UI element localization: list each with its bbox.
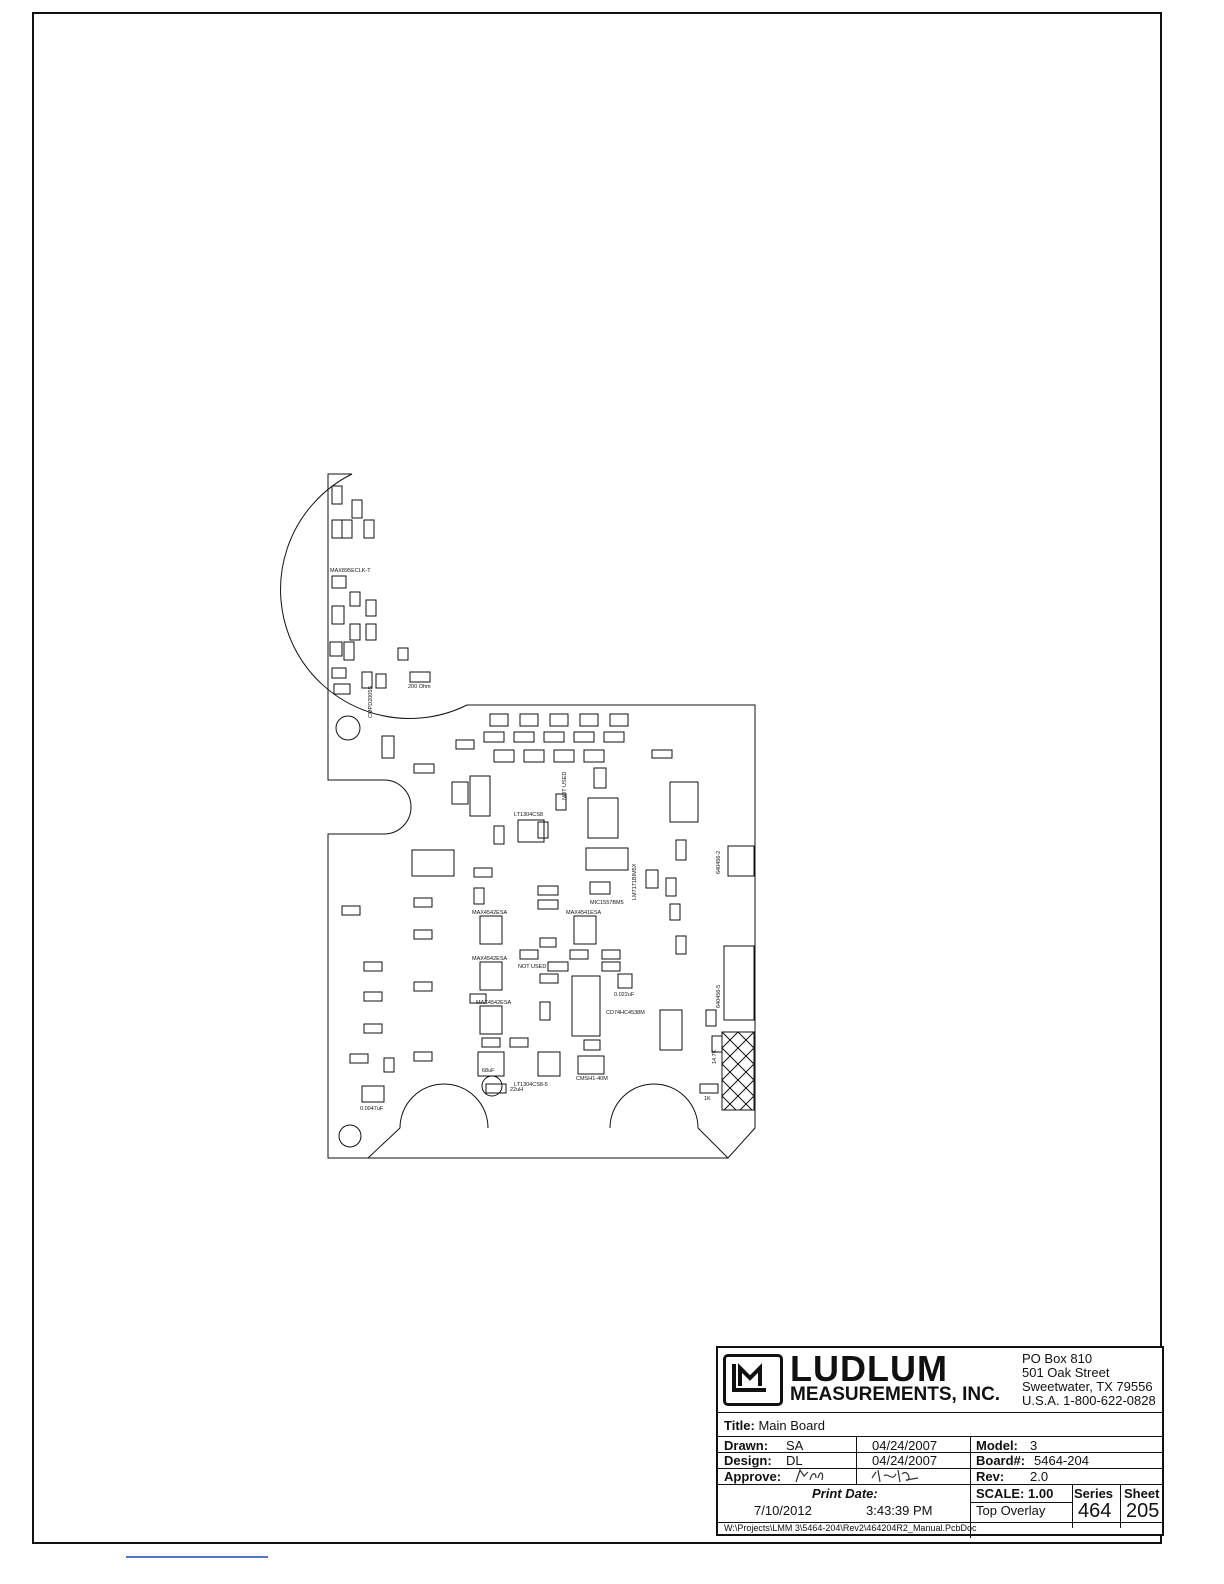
top-strip-components: MAX895ECLK-T 200 Ohm CMPD2005S — [329, 485, 431, 759]
board-outline — [279, 473, 756, 1159]
label-not-used-2: NOT USED — [518, 964, 546, 970]
ic-u9: CD74HC4538M — [571, 975, 645, 1037]
ic-u7: MAX4541ESA — [566, 910, 601, 945]
label-r24-val: 14.7K — [712, 1049, 718, 1064]
bottom-cutout-left — [399, 1083, 489, 1129]
divider — [718, 1436, 1162, 1437]
model-label: Model: — [976, 1438, 1018, 1453]
label-p3: 640456-2 — [716, 851, 722, 874]
model-value: 3 — [1030, 1438, 1038, 1453]
series-value: 464 — [1078, 1500, 1112, 1522]
approve-label: Approve: — [724, 1469, 782, 1484]
series-label: Series — [1074, 1486, 1114, 1501]
capacitor-bank — [455, 713, 673, 763]
scan-artifact-line — [126, 1556, 268, 1558]
rev-value: 2.0 — [1030, 1469, 1049, 1484]
address-line: U.S.A. 1-800-622-0828 — [1022, 1393, 1156, 1408]
middle-components: NOT USED LT1304CS8 MIC1557BM5 LM7171BIM5… — [411, 763, 755, 955]
drawn-value: SA — [786, 1438, 804, 1453]
label-not-used: NOT USED — [562, 772, 568, 800]
address-line: Sweetwater, TX 79556 — [1022, 1379, 1153, 1394]
design-value: DL — [786, 1453, 803, 1468]
label-r12-val: 200 Ohm — [408, 684, 431, 690]
label-u2: MAX4542ESA — [476, 1000, 511, 1006]
left-column-resistors: 0.0047uF — [341, 897, 433, 1112]
title-block: LUDLUM MEASUREMENTS, INC. PO Box 810 501… — [716, 1346, 1164, 1538]
label-r29-val: 1K — [704, 1096, 711, 1102]
label-p1: 640456-5 — [716, 985, 722, 1008]
title-label: Title: — [724, 1418, 755, 1433]
address-line: PO Box 810 — [1022, 1351, 1093, 1366]
print-date-value: 7/10/2012 — [754, 1503, 812, 1518]
company-name: LUDLUM — [790, 1348, 948, 1389]
ic-u1: MAX4542ESA — [472, 956, 507, 991]
ic-u2: MAX4542ESA — [476, 1000, 511, 1035]
rev-label: Rev: — [976, 1469, 1005, 1484]
label-cr2: CMSH1-40M — [576, 1076, 608, 1082]
label-u1: MAX4542ESA — [472, 956, 507, 962]
power-section: 68uF 22uH LT1304CS8-5 CMSH1-40M — [477, 1051, 608, 1097]
logo-m-icon — [732, 1363, 766, 1392]
company-address: PO Box 810 501 Oak Street Sweetwater, TX… — [1022, 1352, 1156, 1408]
mounting-hole-bottom — [338, 1124, 362, 1148]
bottom-cutout-right — [609, 1083, 699, 1129]
label-c3-val: 0.0047uF — [360, 1106, 384, 1112]
company-subtitle: MEASUREMENTS, INC. — [790, 1384, 1001, 1405]
title-value: Main Board — [758, 1418, 825, 1433]
label-u7: MAX4541ESA — [566, 910, 601, 916]
drawn-date: 04/24/2007 — [872, 1438, 938, 1453]
ic-u3: MAX4542ESA — [472, 910, 507, 945]
sheet-value: 205 — [1126, 1500, 1160, 1522]
label-lt1304: LT1304CS8 — [514, 812, 543, 818]
board-label: Board#: — [976, 1453, 1026, 1468]
approval-signature — [795, 1468, 919, 1483]
file-path: W:\Projects\LMM 3\5464-204\Rev2\464204R2… — [724, 1523, 977, 1533]
label-c11-val: 68uF — [482, 1068, 495, 1074]
print-date-label: Print Date: — [812, 1486, 878, 1501]
center-small-parts: NOT USED 0.022uF — [469, 937, 635, 1051]
label-mic1557: MIC1557BM5 — [590, 900, 624, 906]
print-time-value: 3:43:39 PM — [866, 1503, 933, 1518]
label-cmpd: CMPD2005S — [368, 686, 374, 718]
sheet-label: Sheet — [1124, 1486, 1160, 1501]
board-value: 5464-204 — [1034, 1453, 1089, 1468]
design-date: 04/24/2007 — [872, 1453, 938, 1468]
ludlum-logo — [723, 1354, 783, 1406]
label-max895: MAX895ECLK-T — [330, 568, 371, 574]
scale-label: SCALE: 1.00 — [976, 1486, 1054, 1501]
mounting-hole-top — [335, 715, 361, 741]
design-label: Design: — [724, 1453, 772, 1468]
layer-label: Top Overlay — [976, 1503, 1046, 1518]
label-u3: MAX4542ESA — [472, 910, 507, 916]
label-l1-val: 22uH — [510, 1087, 523, 1093]
label-u9: CD74HC4538M — [606, 1010, 645, 1016]
label-u11: LT1304CS8-5 — [514, 1082, 548, 1088]
right-connector-section: 14.7K 640456-5 1K — [659, 945, 755, 1111]
label-c7-val: 0.022uF — [614, 992, 635, 998]
address-line: 501 Oak Street — [1022, 1365, 1110, 1380]
label-lm7171: LM7171BIM5X — [632, 863, 638, 900]
divider — [718, 1412, 1162, 1413]
sheet-border — [32, 12, 1162, 1544]
title-row: Title: Main Board — [724, 1418, 825, 1433]
drawn-label: Drawn: — [724, 1438, 769, 1453]
